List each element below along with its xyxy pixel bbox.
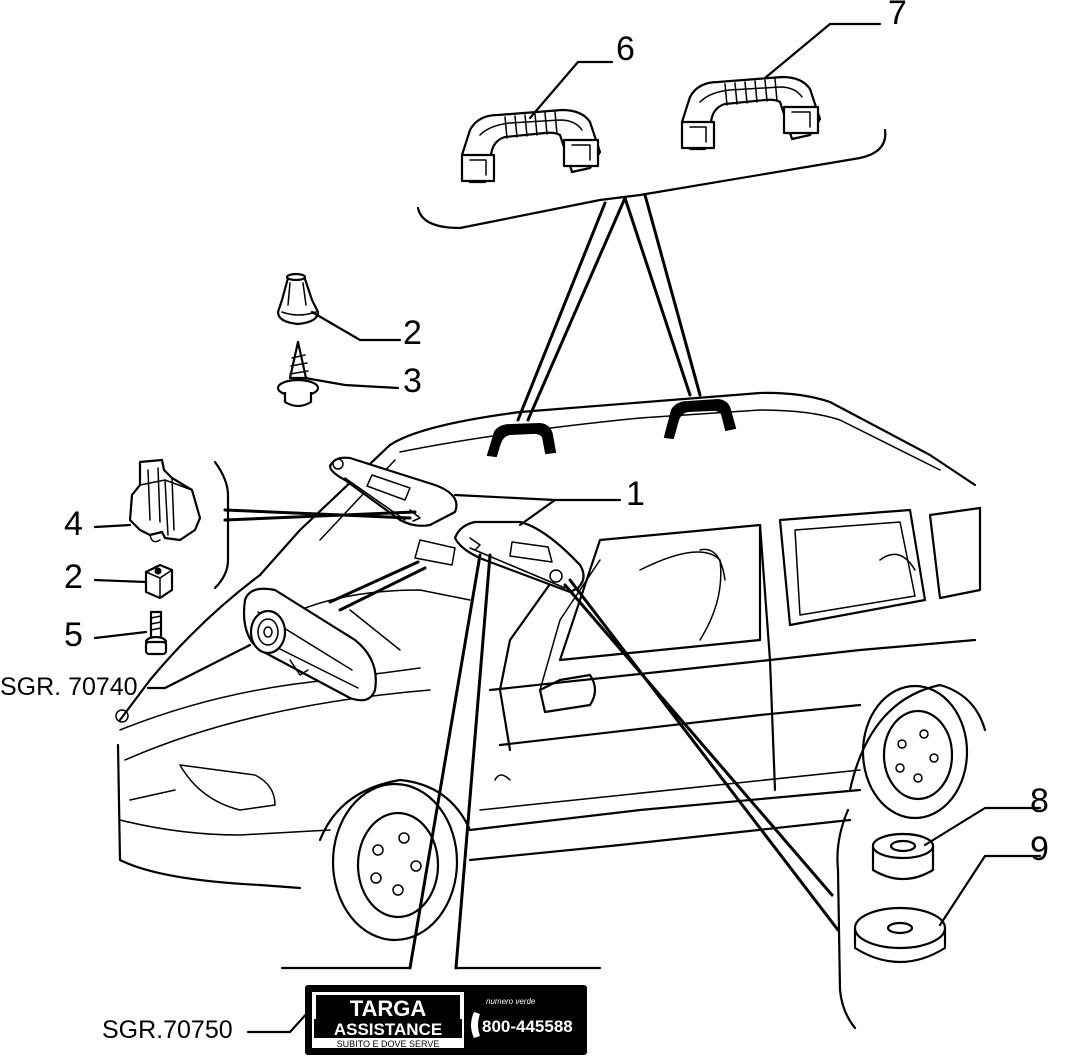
- label-part-5: 5: [64, 616, 83, 654]
- label-part-4: 4: [64, 505, 83, 543]
- logo-tagline: SUBITO E DOVE SERVE: [337, 1039, 440, 1049]
- label-part-2-top: 2: [403, 314, 422, 352]
- roof-handle-rear-on-car: [663, 398, 737, 440]
- logo-line1: TARGA: [350, 996, 427, 1021]
- spacer-part-8: [871, 832, 935, 880]
- label-part-1: 1: [626, 475, 645, 513]
- grab-handle-part-7: [680, 75, 822, 151]
- logo-line2: ASSISTANCE: [334, 1020, 442, 1039]
- roof-handle-front-on-car: [486, 422, 557, 458]
- label-part-2-side: 2: [64, 558, 83, 596]
- car-outline: [115, 391, 987, 942]
- grab-handle-part-6: [460, 108, 602, 184]
- leader-lines: [93, 22, 1042, 1034]
- label-part-7: 7: [888, 0, 907, 32]
- rearview-mirror: [242, 587, 377, 702]
- label-part-6: 6: [616, 30, 635, 68]
- bolt-part-5: [144, 610, 168, 656]
- label-part-9: 9: [1030, 830, 1049, 868]
- logo-phone-caption: numero verde: [486, 997, 536, 1006]
- washer-part-9: [853, 906, 947, 963]
- screw-part-3: [276, 340, 320, 408]
- targa-assistance-logo: TARGA ASSISTANCE SUBITO E DOVE SERVE num…: [305, 985, 587, 1055]
- nut-part-2-side: [144, 563, 174, 600]
- visor-clip-part-4: [128, 458, 202, 543]
- logo-phone: 800-445588: [482, 1017, 573, 1036]
- ref-mirror-group: SGR. 70740: [0, 673, 138, 701]
- phone-icon: [471, 1012, 480, 1038]
- label-part-3: 3: [403, 362, 422, 400]
- label-part-8: 8: [1030, 782, 1049, 820]
- spacer-group-bracket: [836, 808, 857, 1030]
- ref-bottom-group: SGR.70750: [102, 1016, 233, 1044]
- bush-part-2-top: [276, 272, 320, 326]
- handle-group-bracket: [416, 128, 887, 230]
- sun-visor-left: [328, 456, 458, 527]
